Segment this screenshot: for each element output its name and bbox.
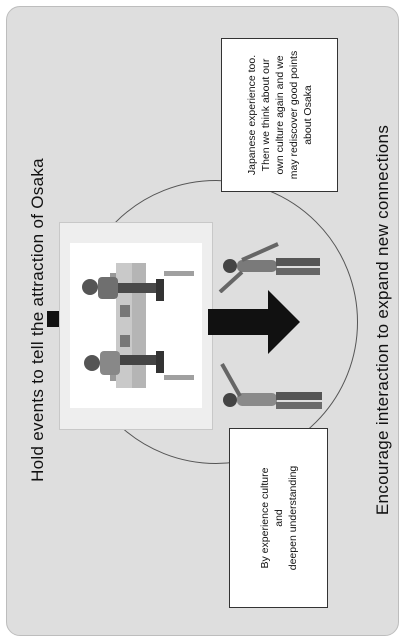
bottom-box-line: deepen understanding <box>286 465 299 571</box>
people-at-table-illustration <box>82 263 194 388</box>
bottom-box-line: By experience culture <box>258 467 271 569</box>
top-box-line: may rediscover good points <box>287 50 300 180</box>
bottom-box-line: and <box>272 509 285 527</box>
bottom-box-text: By experience culture and deepen underst… <box>258 466 300 571</box>
event-photo <box>70 243 202 408</box>
person-figure-top <box>216 238 326 298</box>
right-title: Encourage interaction to expand new conn… <box>373 124 392 516</box>
top-box-line: about Osaka <box>301 85 314 145</box>
top-box-line: Japanese experience too. <box>245 54 258 176</box>
bottom-info-box: By experience culture and deepen underst… <box>229 428 328 608</box>
person-figure-bottom <box>216 358 326 423</box>
top-box-text: Japanese experience too. Then we think a… <box>245 51 315 179</box>
top-box-line: own culture again and we <box>273 55 286 175</box>
right-arrow-icon <box>208 286 300 363</box>
top-box-line: Then we think about our <box>259 58 272 172</box>
photo-frame <box>59 222 213 430</box>
top-info-box: Japanese experience too. Then we think a… <box>221 38 338 192</box>
left-title: Hold events to tell the attraction of Os… <box>28 158 47 482</box>
